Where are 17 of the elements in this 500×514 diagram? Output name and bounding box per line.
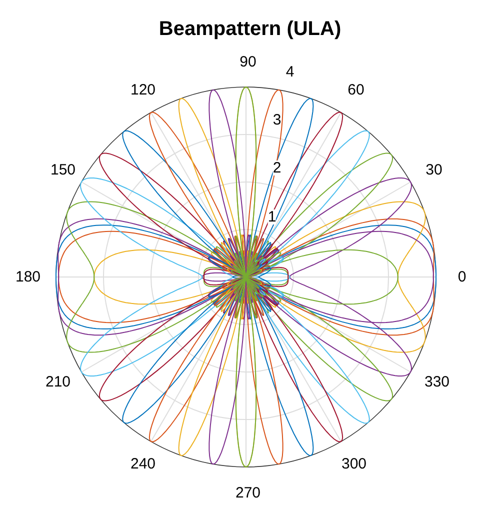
- axis-tick-label: 240: [130, 456, 156, 472]
- axis-tick-label: 4: [286, 64, 294, 80]
- axis-tick-label: 120: [130, 82, 156, 98]
- axis-tick-label: 300: [341, 456, 367, 472]
- axis-tick-label: 30: [426, 162, 442, 178]
- chart-title: Beampattern (ULA): [158, 17, 342, 42]
- axis-tick-label: 3: [272, 112, 282, 128]
- axis-tick-label: 1: [268, 210, 276, 224]
- axis-tick-label: 150: [50, 162, 76, 178]
- axis-tick-label: 60: [348, 82, 364, 98]
- axis-tick-label: 330: [424, 374, 450, 390]
- axis-tick-label: 210: [45, 374, 71, 390]
- axis-tick-label: 180: [15, 270, 41, 284]
- axis-tick-label: 90: [240, 54, 256, 70]
- axis-tick-label: 2: [272, 160, 282, 176]
- axis-tick-label: 270: [235, 486, 261, 500]
- axis-tick-label: 0: [458, 270, 466, 284]
